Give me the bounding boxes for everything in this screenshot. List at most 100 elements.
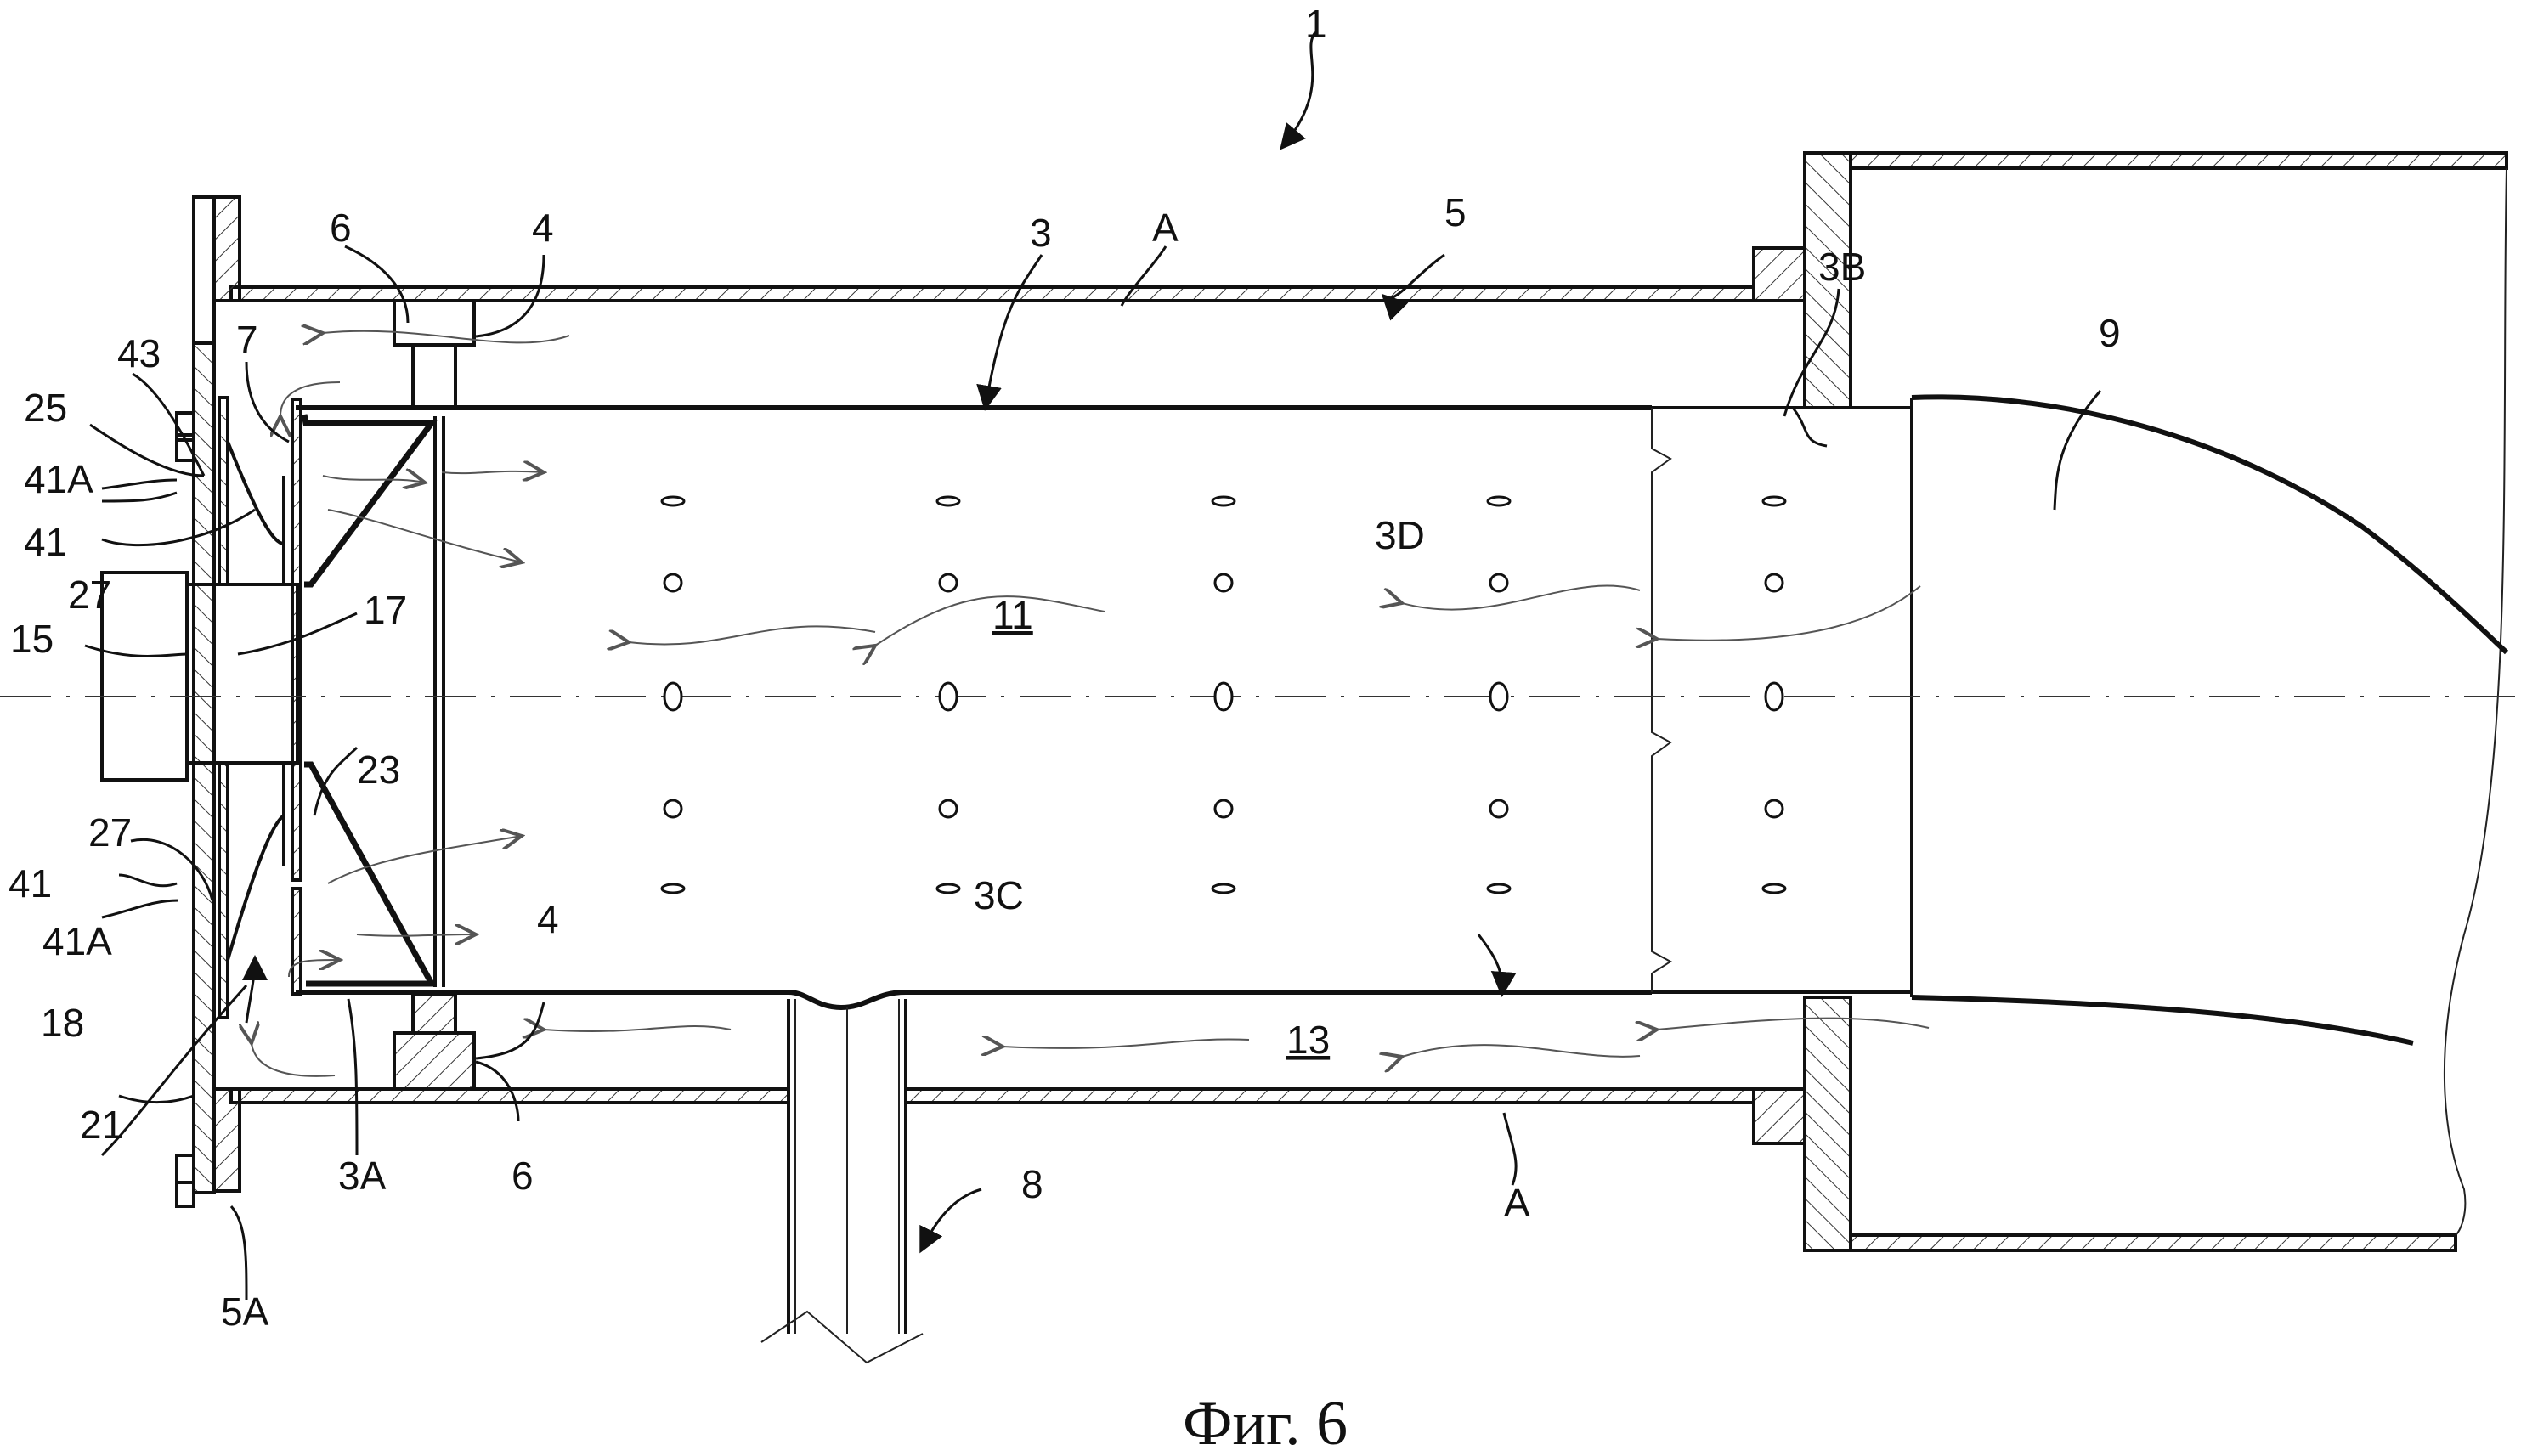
- label-27-bottom: 27: [88, 810, 132, 855]
- casing-top-wall: [229, 285, 1755, 302]
- flow-arrow: [1657, 585, 1921, 641]
- label-3: 3: [1030, 211, 1052, 255]
- perforation-hole: [938, 799, 958, 819]
- seal-strip-top: [218, 396, 229, 586]
- label-3C: 3C: [974, 873, 1024, 917]
- flow-arrows: [241, 331, 1930, 1077]
- label-A-bottom: A: [1504, 1181, 1530, 1225]
- flow-arrow: [323, 331, 570, 343]
- flow-arrow: [1402, 584, 1641, 611]
- tube-break-line: [1651, 408, 1672, 992]
- perforation-hole: [1213, 681, 1234, 712]
- flange-bolt-bottom: [175, 1154, 195, 1184]
- perforation-hole: [663, 681, 683, 712]
- perforation-hole: [1489, 573, 1509, 593]
- labels: 1 5 3 A 6 4 3B 9 7 43 25 41A 41 27 15 17…: [8, 2, 2121, 1456]
- perforation-hole: [1213, 573, 1234, 593]
- shaft-hub: [185, 583, 299, 765]
- perforation-hole: [1486, 495, 1512, 507]
- cover-plate: [175, 195, 216, 1208]
- casing-bottom-wall-right: [904, 1087, 1755, 1104]
- perforation-hole: [938, 681, 958, 712]
- perforation-hole: [663, 573, 683, 593]
- perforation-hole: [660, 495, 686, 507]
- label-5A: 5A: [221, 1290, 269, 1334]
- flow-arrow: [441, 471, 544, 473]
- figure-caption: Фиг. 6: [1183, 1389, 1348, 1456]
- flow-arrow: [280, 381, 341, 416]
- leader-17: [237, 612, 358, 656]
- perforation-hole: [1761, 883, 1787, 894]
- casing-flange-top: [212, 195, 241, 302]
- cone-top: [301, 414, 438, 588]
- label-5: 5: [1444, 190, 1467, 234]
- leader-25: [89, 423, 205, 477]
- flow-arrow: [875, 595, 1105, 646]
- label-8: 8: [1021, 1162, 1043, 1206]
- label-27-top: 27: [68, 573, 111, 617]
- leader-3: [976, 254, 1043, 411]
- perforation-hole: [1761, 495, 1787, 507]
- leader-21: [100, 984, 248, 1157]
- label-4-top: 4: [532, 206, 554, 250]
- leader-3A: [347, 998, 359, 1156]
- label-15: 15: [10, 617, 54, 661]
- leader-41-bottom: [118, 873, 178, 888]
- label-13: 13: [1286, 1018, 1330, 1062]
- drain-pipe: [760, 999, 924, 1364]
- label-41-bottom: 41: [8, 861, 52, 906]
- perforation-hole: [1489, 681, 1509, 712]
- housing-floor: [1849, 1233, 2457, 1252]
- perforation-hole: [1486, 883, 1512, 894]
- duct: [1910, 394, 2509, 1046]
- leader-A-bottom: [1502, 1112, 1518, 1186]
- vane-bottom: [226, 814, 285, 961]
- label-18: 18: [41, 1001, 84, 1045]
- flow-arrow: [1402, 1044, 1641, 1057]
- leader-41-top: [101, 491, 178, 503]
- flow-arrow: [1003, 1039, 1250, 1047]
- label-3D: 3D: [1375, 513, 1425, 557]
- seal-strip-bottom: [218, 761, 229, 1019]
- perforation-hole: [1764, 681, 1784, 712]
- leader-6-top: [344, 245, 410, 324]
- inlet-arrow: [241, 955, 268, 1024]
- leader-9: [2053, 390, 2102, 511]
- flow-arrow: [327, 836, 522, 884]
- leader-27-top: [101, 508, 256, 547]
- flow-arrow: [322, 476, 425, 483]
- leader-8: [919, 1188, 982, 1254]
- label-41-top: 41: [24, 520, 67, 564]
- leader-4-top: [475, 254, 545, 338]
- flow-arrow: [288, 960, 340, 978]
- perforation-hole: [1489, 799, 1509, 819]
- tube-dimple: [788, 990, 907, 1011]
- leader-5A: [229, 1205, 248, 1301]
- perforation-hole: [1764, 799, 1784, 819]
- support-top: [411, 343, 457, 409]
- perforation-hole: [938, 573, 958, 593]
- label-41A-bottom: 41A: [42, 919, 112, 963]
- right-housing: [1803, 151, 2508, 1252]
- leader-18: [118, 1094, 195, 1103]
- label-17: 17: [364, 588, 407, 632]
- casing-right-step-bottom: [1752, 1087, 1806, 1145]
- label-6-top: 6: [330, 206, 352, 250]
- spacer-bottom: [393, 1031, 476, 1091]
- motor-body: [100, 571, 189, 782]
- holes-grid: [660, 495, 1787, 894]
- flow-arrow: [1657, 1017, 1930, 1030]
- label-1: 1: [1305, 2, 1327, 46]
- vane-top: [226, 441, 285, 545]
- perforation-hole: [935, 495, 961, 507]
- flow-arrow: [356, 934, 476, 936]
- supports: [393, 299, 476, 1091]
- duct-top-curve: [1911, 394, 2509, 655]
- label-9: 9: [2099, 311, 2121, 355]
- flow-arrow: [544, 1026, 732, 1031]
- label-A-top: A: [1152, 206, 1179, 250]
- housing-roof: [1849, 151, 2508, 170]
- label-21: 21: [80, 1103, 123, 1147]
- perforation-hole: [935, 883, 961, 894]
- leader-3B: [1783, 288, 1840, 417]
